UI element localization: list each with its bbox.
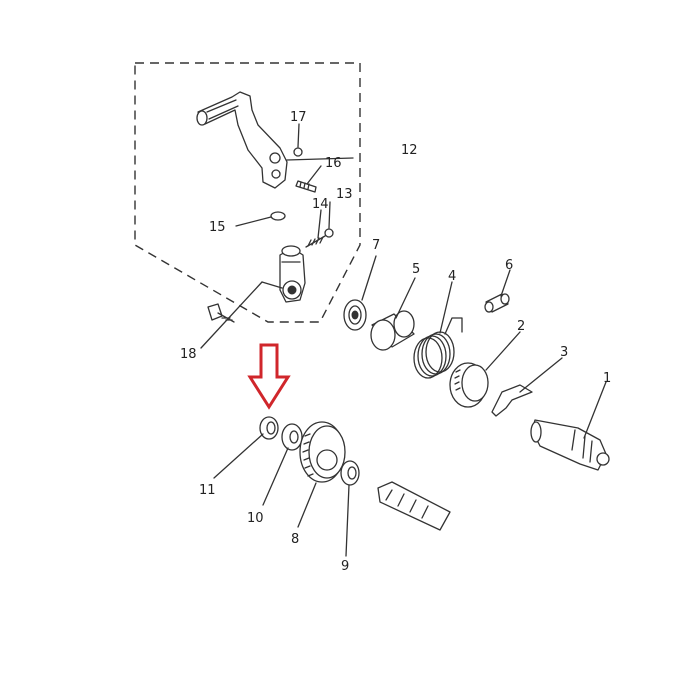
label-8: 8 xyxy=(291,532,299,547)
part-5-bushing xyxy=(370,310,415,351)
label-7: 7 xyxy=(372,238,380,253)
kick-crank-boss xyxy=(279,245,306,303)
part-11-circlip xyxy=(259,416,279,440)
part-16-bolt xyxy=(295,180,317,193)
part-3-clip xyxy=(491,384,533,417)
part-18-bolt xyxy=(207,303,235,323)
label-3: 3 xyxy=(560,345,568,360)
label-11: 11 xyxy=(199,483,216,498)
part-1-kick-shaft xyxy=(530,419,610,471)
label-5: 5 xyxy=(412,262,420,277)
label-14: 14 xyxy=(312,197,329,212)
part-8-idle-gear xyxy=(299,421,346,483)
label-18: 18 xyxy=(180,347,197,362)
part-17-ball xyxy=(293,147,303,157)
kick-pedal-lever xyxy=(196,91,288,189)
label-1: 1 xyxy=(603,371,611,386)
label-16: 16 xyxy=(325,156,342,171)
label-15: 15 xyxy=(209,220,226,235)
label-10: 10 xyxy=(247,511,264,526)
leader-lines xyxy=(200,123,607,557)
down-arrow-icon xyxy=(247,343,291,410)
assembly-boundary xyxy=(134,62,361,323)
part-2-ratchet xyxy=(449,362,489,408)
part-14-spring xyxy=(305,235,326,248)
part-13-ball xyxy=(324,228,334,238)
label-9: 9 xyxy=(341,559,349,574)
part-9-washer xyxy=(340,460,360,486)
part-15-clip xyxy=(270,211,286,221)
label-12: 12 xyxy=(401,143,418,158)
part-10-washer xyxy=(281,423,303,451)
part-6-shaft xyxy=(484,293,510,313)
label-17: 17 xyxy=(290,110,307,125)
label-6: 6 xyxy=(505,258,513,273)
main-shaft xyxy=(377,481,451,531)
label-2: 2 xyxy=(517,319,525,334)
part-7-bearing xyxy=(343,299,367,331)
label-4: 4 xyxy=(448,269,456,284)
label-13: 13 xyxy=(336,187,353,202)
